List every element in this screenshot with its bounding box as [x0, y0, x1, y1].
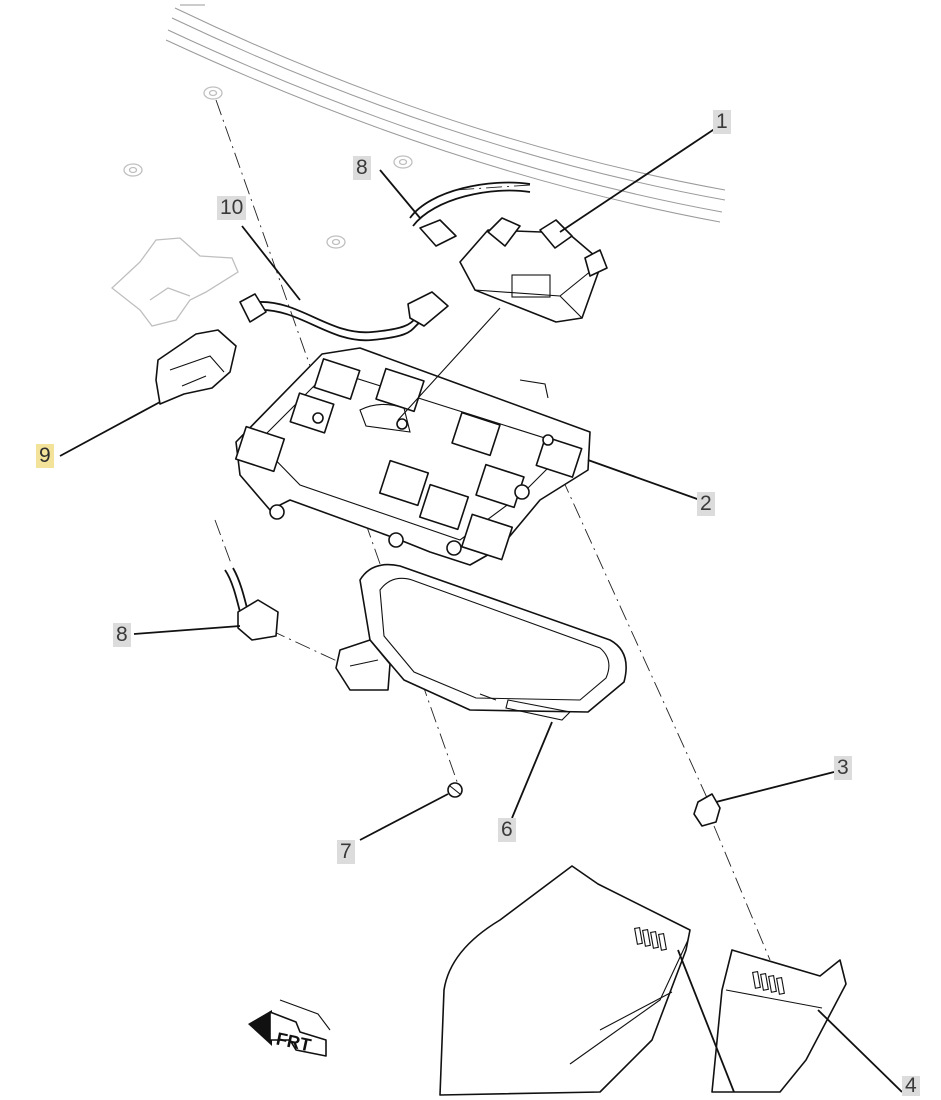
- front-direction-arrow-icon: [248, 999, 331, 1057]
- part-8-connector-upper: [409, 181, 531, 247]
- part-7-screw: [447, 782, 463, 798]
- callout-6: 6: [498, 818, 516, 842]
- part-9-switch: [155, 329, 237, 405]
- leader-lines: [59, 127, 903, 1093]
- callout-7: 7: [337, 840, 355, 864]
- vent-slots: [634, 926, 785, 995]
- callout-9: 9: [36, 444, 54, 468]
- part-10-wire-harness: [239, 291, 449, 342]
- callout-3: 3: [834, 756, 852, 780]
- part-6-console-cover: [335, 563, 627, 721]
- roof-panel-edge: [165, 4, 726, 223]
- callout-4: 4: [902, 1076, 920, 1096]
- part-9-ghost-outline: [111, 237, 239, 327]
- part-8-connector-lower: [224, 567, 279, 641]
- callout-2: 2: [697, 492, 715, 516]
- harness-routing-line: [397, 307, 501, 421]
- part-2-housing: [234, 347, 591, 566]
- roof-mounting-holes: [123, 86, 413, 249]
- callout-10: 10: [217, 196, 247, 220]
- part-1-module: [459, 217, 608, 323]
- part-4-trim-panel: [439, 865, 847, 1096]
- callout-1: 1: [713, 110, 731, 134]
- part-3-clip: [693, 793, 721, 827]
- callout-8-upper: 8: [353, 156, 371, 180]
- callout-8-lower: 8: [113, 623, 131, 647]
